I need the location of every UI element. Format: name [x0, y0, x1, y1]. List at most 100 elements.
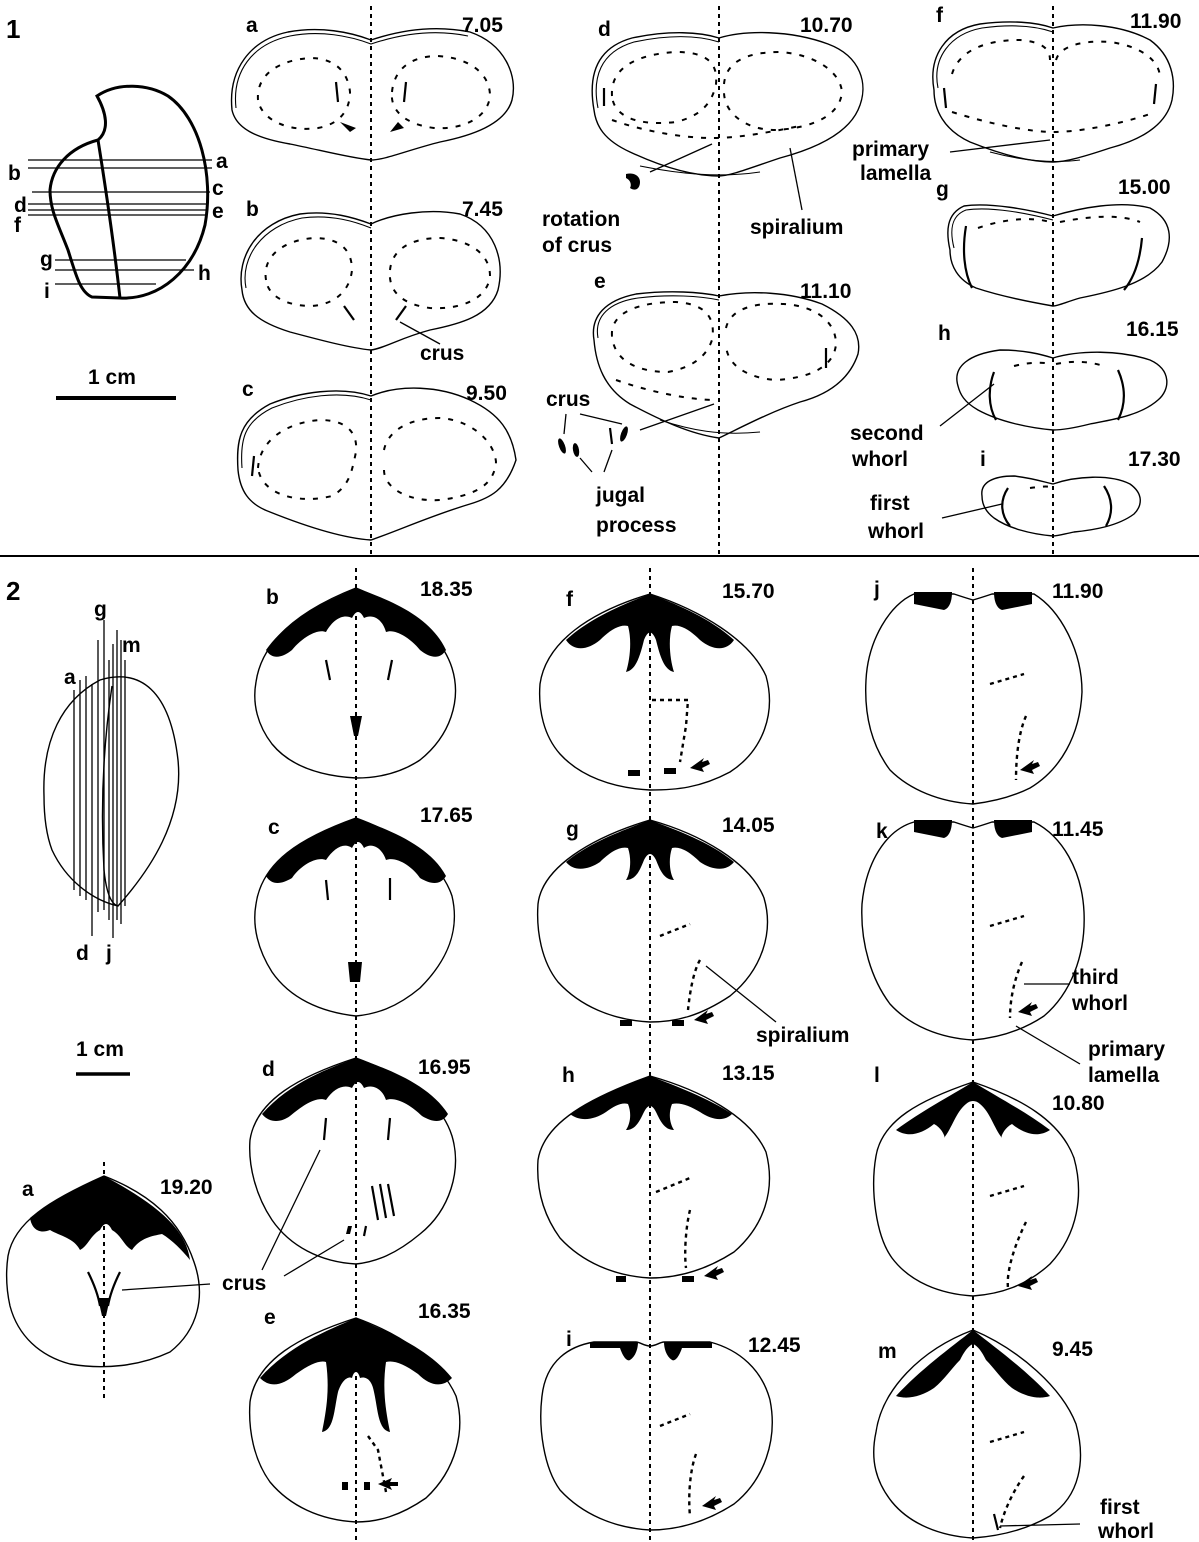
section-1b — [240, 210, 501, 351]
section-1f — [932, 21, 1175, 163]
section-2e-value: 16.35 — [418, 1300, 471, 1323]
section-1g-letter: g — [936, 178, 949, 201]
pointer-spiralium-2 — [705, 965, 777, 1023]
annot-crus-2: crus — [222, 1272, 266, 1295]
section-1c-value: 9.50 — [466, 382, 507, 405]
annot-crus-1b: crus — [420, 342, 464, 365]
pointer-second-whorl — [939, 383, 995, 427]
annot-first-whorl-1b: whorl — [867, 520, 924, 543]
pointer-jugal-b — [603, 449, 613, 473]
section-1g-value: 15.00 — [1118, 176, 1171, 199]
section-2k-letter: k — [876, 820, 888, 843]
section-1f-letter: f — [936, 4, 944, 27]
index2-label-a: a — [64, 666, 76, 689]
index-label-b: b — [8, 162, 21, 185]
annot-third-whorl-1: third — [1072, 966, 1119, 989]
annot-second-whorl-2: whorl — [851, 448, 908, 471]
section-2d-value: 16.95 — [418, 1056, 471, 1079]
pointer-rotation-crus — [649, 143, 713, 173]
index2-label-d: d — [76, 942, 89, 965]
section-1a — [230, 28, 514, 161]
annot-spiralium-2: spiralium — [756, 1024, 849, 1047]
pointer-jugal-a — [579, 457, 593, 473]
section-2a-letter: a — [22, 1178, 34, 1201]
index-label-c: c — [212, 177, 224, 200]
pointer-spiralium-1 — [789, 147, 803, 211]
pointer-primary-lamella-2 — [1015, 1025, 1081, 1065]
section-2c-letter: c — [268, 816, 280, 839]
section-1b-letter: b — [246, 198, 259, 221]
index-label-e: e — [212, 200, 224, 223]
section-1i-letter: i — [980, 448, 986, 471]
section-2m-letter: m — [878, 1340, 897, 1363]
section-2l-value: 10.80 — [1052, 1092, 1105, 1115]
section-2h-value: 13.15 — [722, 1062, 775, 1085]
section-2j-letter: j — [873, 578, 880, 601]
annot-jugal-1: jugal — [595, 484, 645, 507]
index-label-f: f — [14, 214, 22, 237]
section-1f-value: 11.90 — [1130, 10, 1181, 33]
section-2g-value: 14.05 — [722, 814, 775, 837]
annot-first-whorl-2b: whorl — [1097, 1520, 1154, 1542]
section-2a — [5, 1175, 201, 1368]
pointer-primary-lamella-1 — [949, 139, 1051, 153]
section-2k-value: 11.45 — [1052, 818, 1104, 841]
section-2f — [538, 593, 770, 791]
section-2m-value: 9.45 — [1052, 1338, 1093, 1361]
section-2f-value: 15.70 — [722, 580, 775, 603]
annot-rotation-1: rotation — [542, 208, 620, 231]
section-1d-letter: d — [598, 18, 611, 41]
section-2i-value: 12.45 — [748, 1334, 801, 1357]
pointer-crus-1e-b — [579, 413, 623, 425]
section-2m — [873, 1329, 1082, 1539]
scale-label-2: 1 cm — [76, 1038, 124, 1061]
section-1h-letter: h — [938, 322, 951, 345]
section-2j — [865, 592, 1083, 805]
index-label-d: d — [14, 194, 27, 217]
pointer-crus-2d-b — [283, 1239, 345, 1277]
pointer-crus-2a — [121, 1283, 211, 1291]
annot-primary-lamella-1b: lamella — [860, 162, 932, 185]
section-2b-letter: b — [266, 586, 279, 609]
annot-first-whorl-2a: first — [1100, 1496, 1140, 1519]
section-2h-letter: h — [562, 1064, 575, 1087]
section-2g-letter: g — [566, 818, 579, 841]
section-2k — [861, 820, 1085, 1041]
panel-1-number: 1 — [6, 14, 20, 44]
section-1e-letter: e — [594, 270, 606, 293]
section-1g — [947, 204, 1170, 307]
part1-shell-index-diagram — [28, 84, 212, 300]
section-2h — [536, 1075, 771, 1282]
index-label-i: i — [44, 280, 50, 303]
section-2l-letter: l — [874, 1064, 880, 1087]
section-1c — [236, 387, 517, 541]
section-2a-value: 19.20 — [160, 1176, 213, 1199]
section-1i — [981, 475, 1141, 537]
section-2d-letter: d — [262, 1058, 275, 1081]
section-1d — [591, 31, 864, 190]
index-label-h: h — [198, 262, 211, 285]
section-1a-value: 7.05 — [462, 14, 503, 37]
section-1h — [956, 349, 1168, 431]
index-label-a: a — [216, 150, 228, 173]
pointer-crus-1e-c — [639, 403, 715, 431]
pointer-crus-1e-a — [563, 413, 567, 435]
section-1b-value: 7.45 — [462, 198, 503, 221]
pointer-crus-1b — [399, 321, 441, 345]
section-2g — [536, 819, 769, 1026]
index2-label-g: g — [94, 598, 107, 621]
pointer-first-whorl-2 — [999, 1523, 1081, 1527]
annot-third-whorl-2: whorl — [1071, 992, 1128, 1015]
annot-first-whorl-1a: first — [870, 492, 910, 515]
section-1i-value: 17.30 — [1128, 448, 1181, 471]
section-1e — [592, 291, 860, 439]
pointer-crus-2d-a — [261, 1149, 321, 1271]
crus-jugal-inset — [558, 426, 628, 457]
section-2d — [248, 1057, 457, 1265]
section-1a-letter: a — [246, 14, 258, 37]
section-2e — [248, 1317, 461, 1523]
annot-rotation-2: of crus — [542, 234, 612, 257]
section-2b — [254, 587, 457, 779]
panel-2-number: 2 — [6, 576, 20, 606]
